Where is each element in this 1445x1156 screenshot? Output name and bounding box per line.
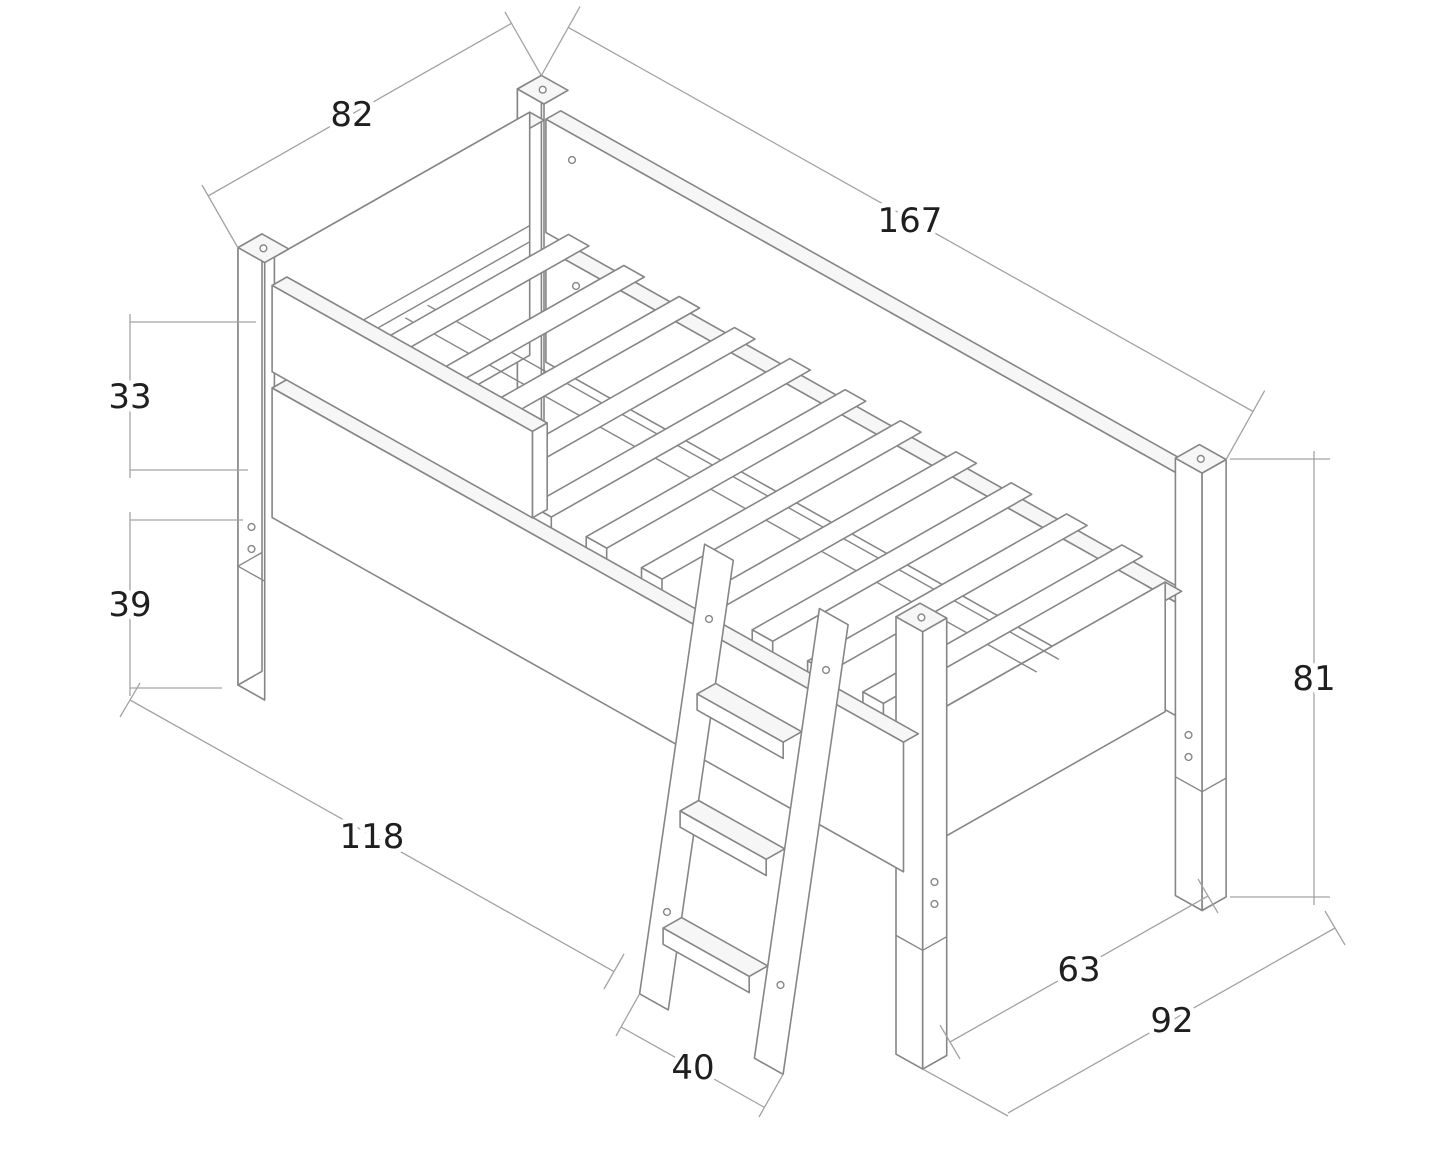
dim-label-81: 81	[1292, 659, 1335, 699]
ladder-step	[696, 682, 803, 760]
dimension-39: 39	[103, 512, 243, 696]
dim-label-118: 118	[340, 817, 405, 857]
ladder-left-stringer	[638, 543, 735, 1011]
foot-back-post	[1174, 443, 1227, 912]
dim-label-40: 40	[671, 1048, 714, 1088]
dimension-167: 167	[540, 6, 1266, 460]
front-guard-rail	[271, 276, 549, 519]
dim-label-82: 82	[330, 95, 373, 135]
dimension-33: 33	[103, 314, 256, 478]
dim-label-92: 92	[1150, 1001, 1193, 1041]
dim-label-39: 39	[108, 585, 151, 625]
dim-label-63: 63	[1057, 950, 1100, 990]
dimension-92: 92	[922, 910, 1346, 1117]
dimension-63: 63	[939, 878, 1219, 1060]
dimension-118: 118	[119, 682, 625, 990]
footboard-panel	[909, 581, 1183, 858]
dimension-81: 81	[1230, 451, 1341, 905]
dim-label-33: 33	[108, 377, 151, 417]
dim-label-167: 167	[878, 201, 943, 241]
dimension-82: 82	[201, 11, 542, 249]
ladder-step	[679, 799, 786, 877]
head-front-post	[237, 233, 290, 701]
ladder	[638, 543, 849, 1076]
screw-holes	[247, 85, 1205, 990]
ladder-step	[662, 916, 769, 994]
dimension-40: 40	[615, 993, 784, 1118]
